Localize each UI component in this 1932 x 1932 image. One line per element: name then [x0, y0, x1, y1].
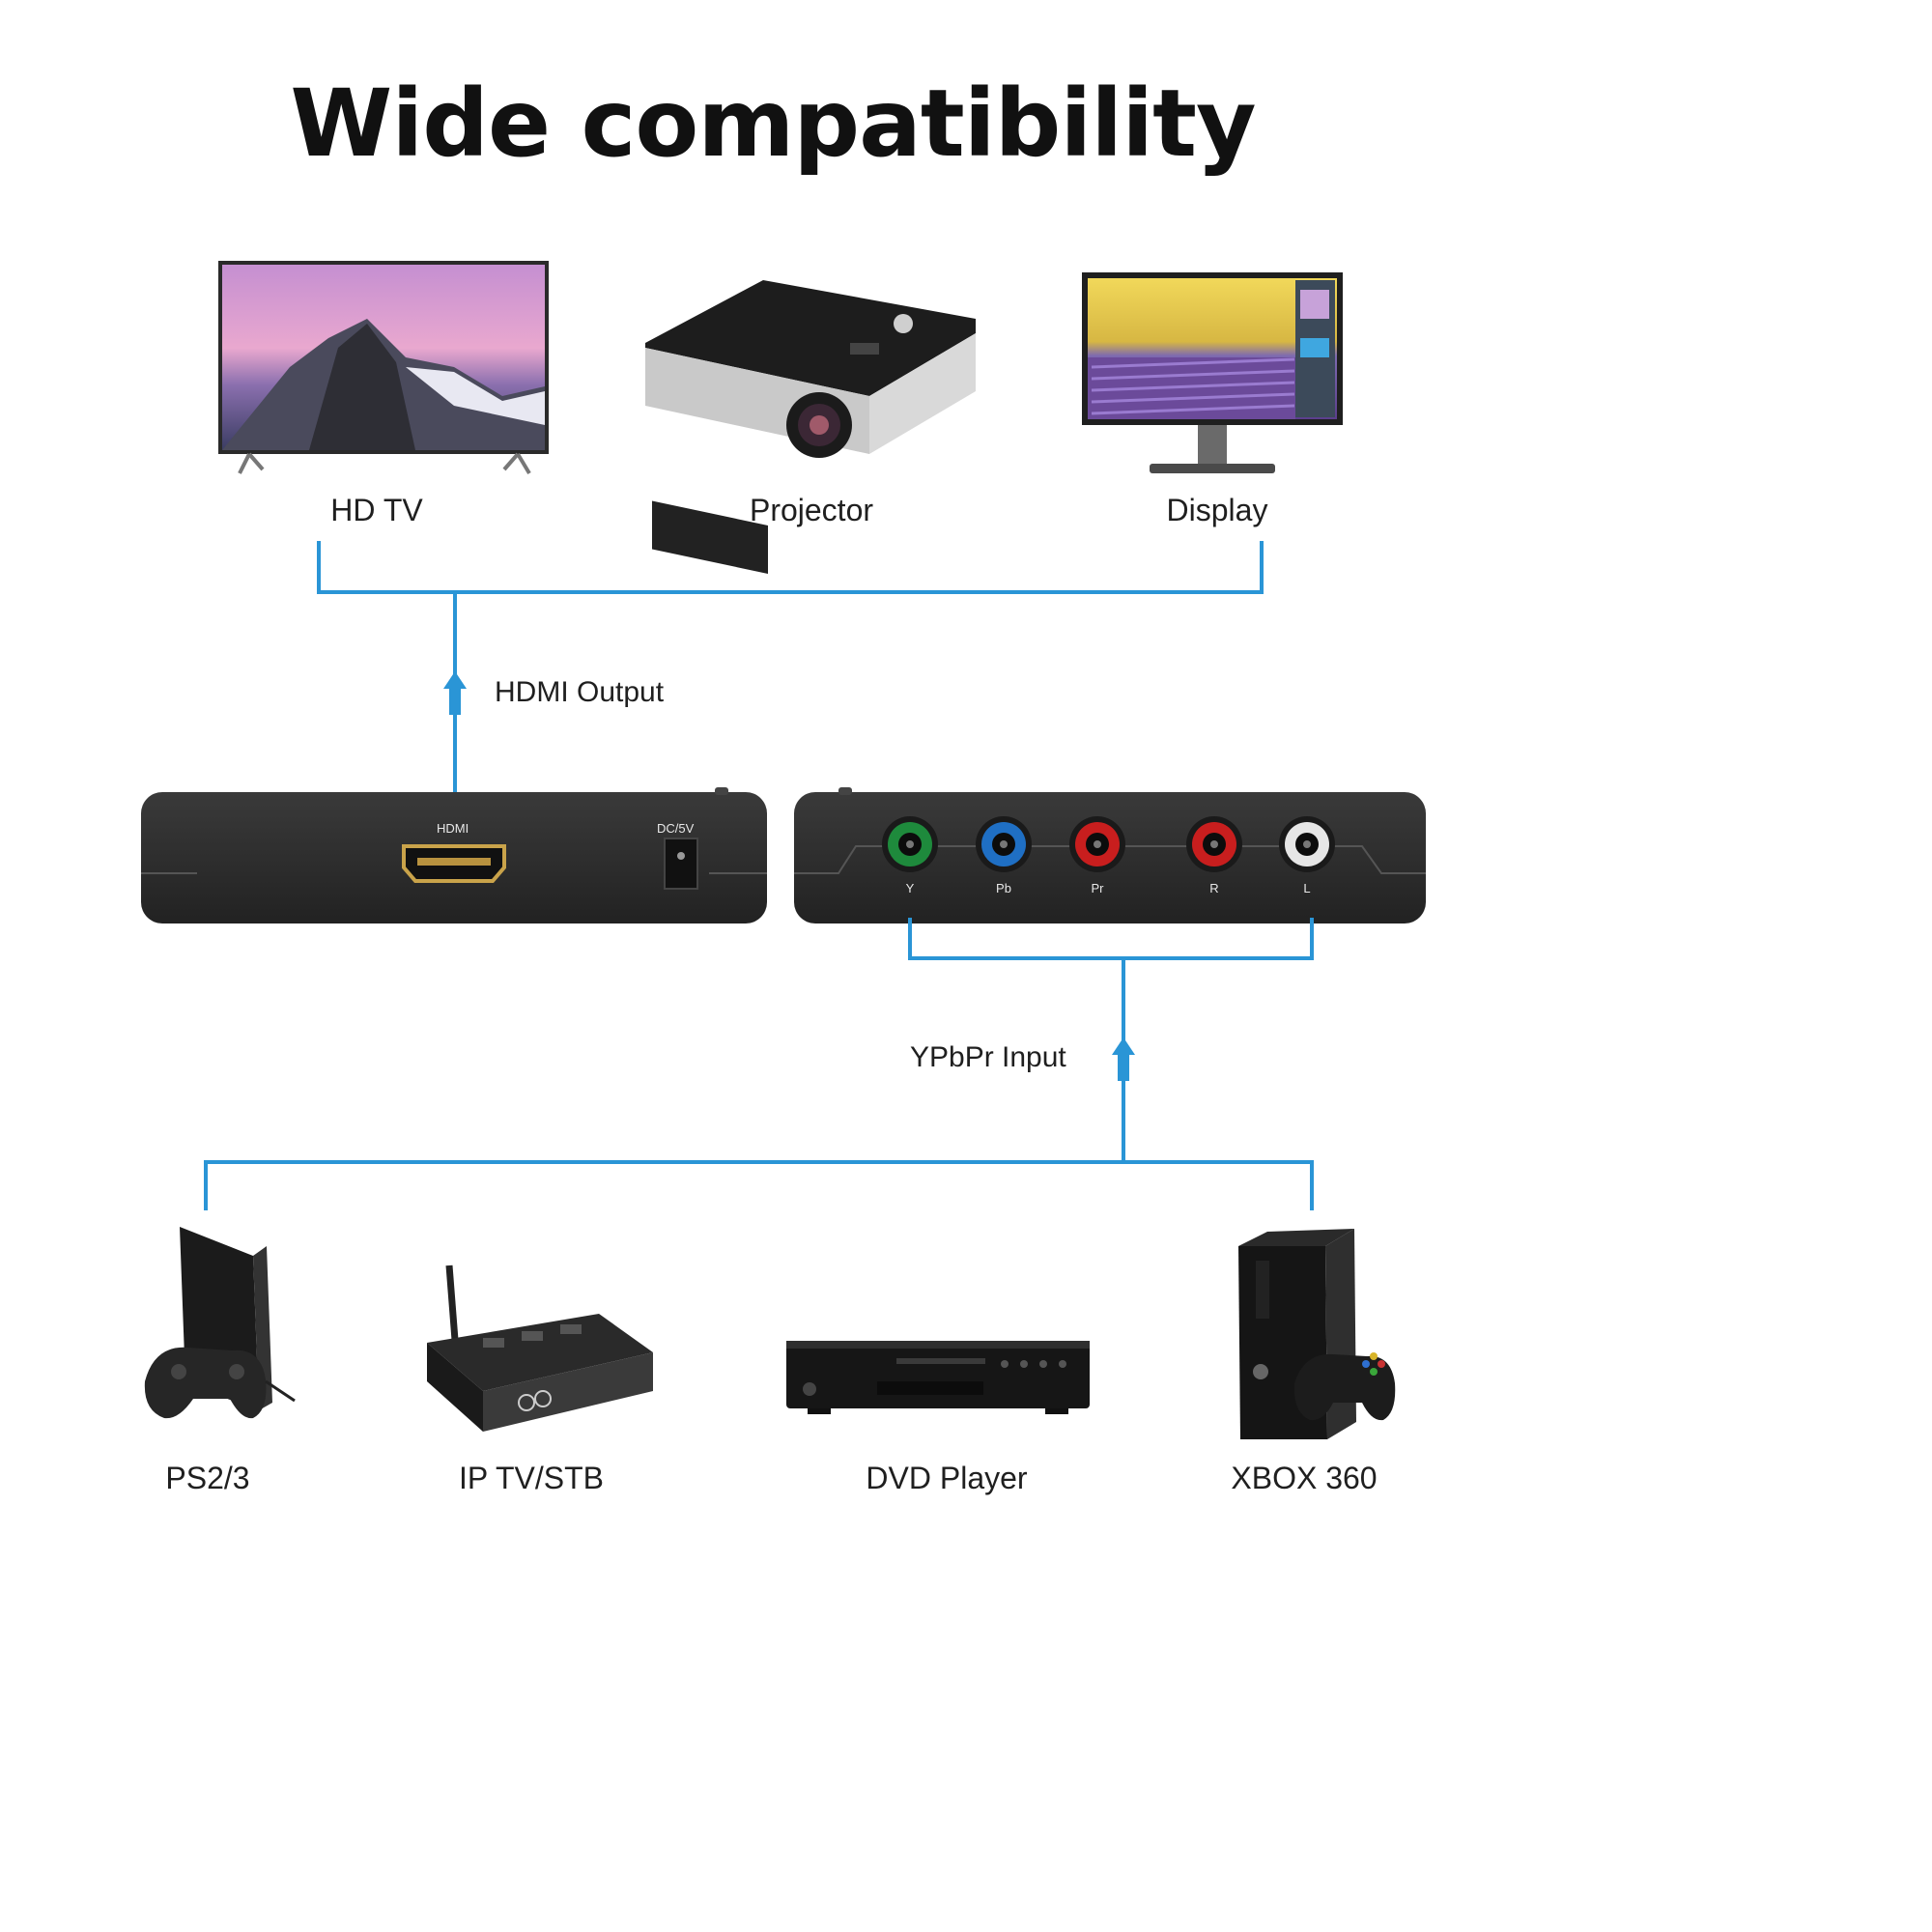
rca-port-label-r: R [1209, 881, 1219, 895]
input-device-label-iptv: IP TV/STB [459, 1461, 604, 1495]
ypbpr-input-label: YPbPr Input [910, 1041, 1066, 1073]
output-device-label-display: Display [1166, 493, 1268, 527]
rca-jack-l [1279, 816, 1335, 872]
tv-icon [218, 261, 549, 475]
rca-port-label-y: Y [905, 881, 915, 895]
ypbpr-input-arrow-icon [1112, 1037, 1135, 1081]
rca-jack-r [1186, 816, 1242, 872]
input-connector-lines [204, 918, 1314, 1210]
output-device-label-projector: Projector [749, 493, 874, 527]
input-device-label-dvd: DVD Player [866, 1461, 1028, 1495]
output-connector-lines [317, 541, 1264, 794]
hdmi-port-label: HDMI [437, 821, 469, 836]
hdmi-output-label: HDMI Output [495, 676, 665, 708]
page-title: Wide compatibility [290, 70, 1256, 178]
projector-icon [645, 280, 976, 574]
output-device-label-hdtv: HD TV [330, 493, 423, 527]
xbox-360-icon [1238, 1229, 1396, 1439]
rca-port-label-pb: Pb [996, 881, 1011, 895]
rca-port-group [882, 816, 1335, 872]
input-device-label-xbox: XBOX 360 [1231, 1461, 1378, 1495]
rca-jack-y [882, 816, 938, 872]
hdmi-output-arrow-icon [443, 671, 467, 715]
converter-hdmi-side [141, 787, 767, 923]
rca-port-label-pr: Pr [1091, 881, 1104, 895]
connection-diagram [141, 261, 1426, 1439]
rca-jack-pr [1069, 816, 1125, 872]
set-top-box-icon [427, 1264, 653, 1432]
ps2-console-icon [144, 1227, 296, 1419]
dvd-player-icon [786, 1341, 1090, 1414]
input-device-label-ps2: PS2/3 [165, 1461, 250, 1495]
dc-port-label: DC/5V [657, 821, 695, 836]
rca-port-label-l: L [1303, 881, 1311, 895]
rca-jack-pb [976, 816, 1032, 872]
monitor-icon [1082, 272, 1343, 473]
